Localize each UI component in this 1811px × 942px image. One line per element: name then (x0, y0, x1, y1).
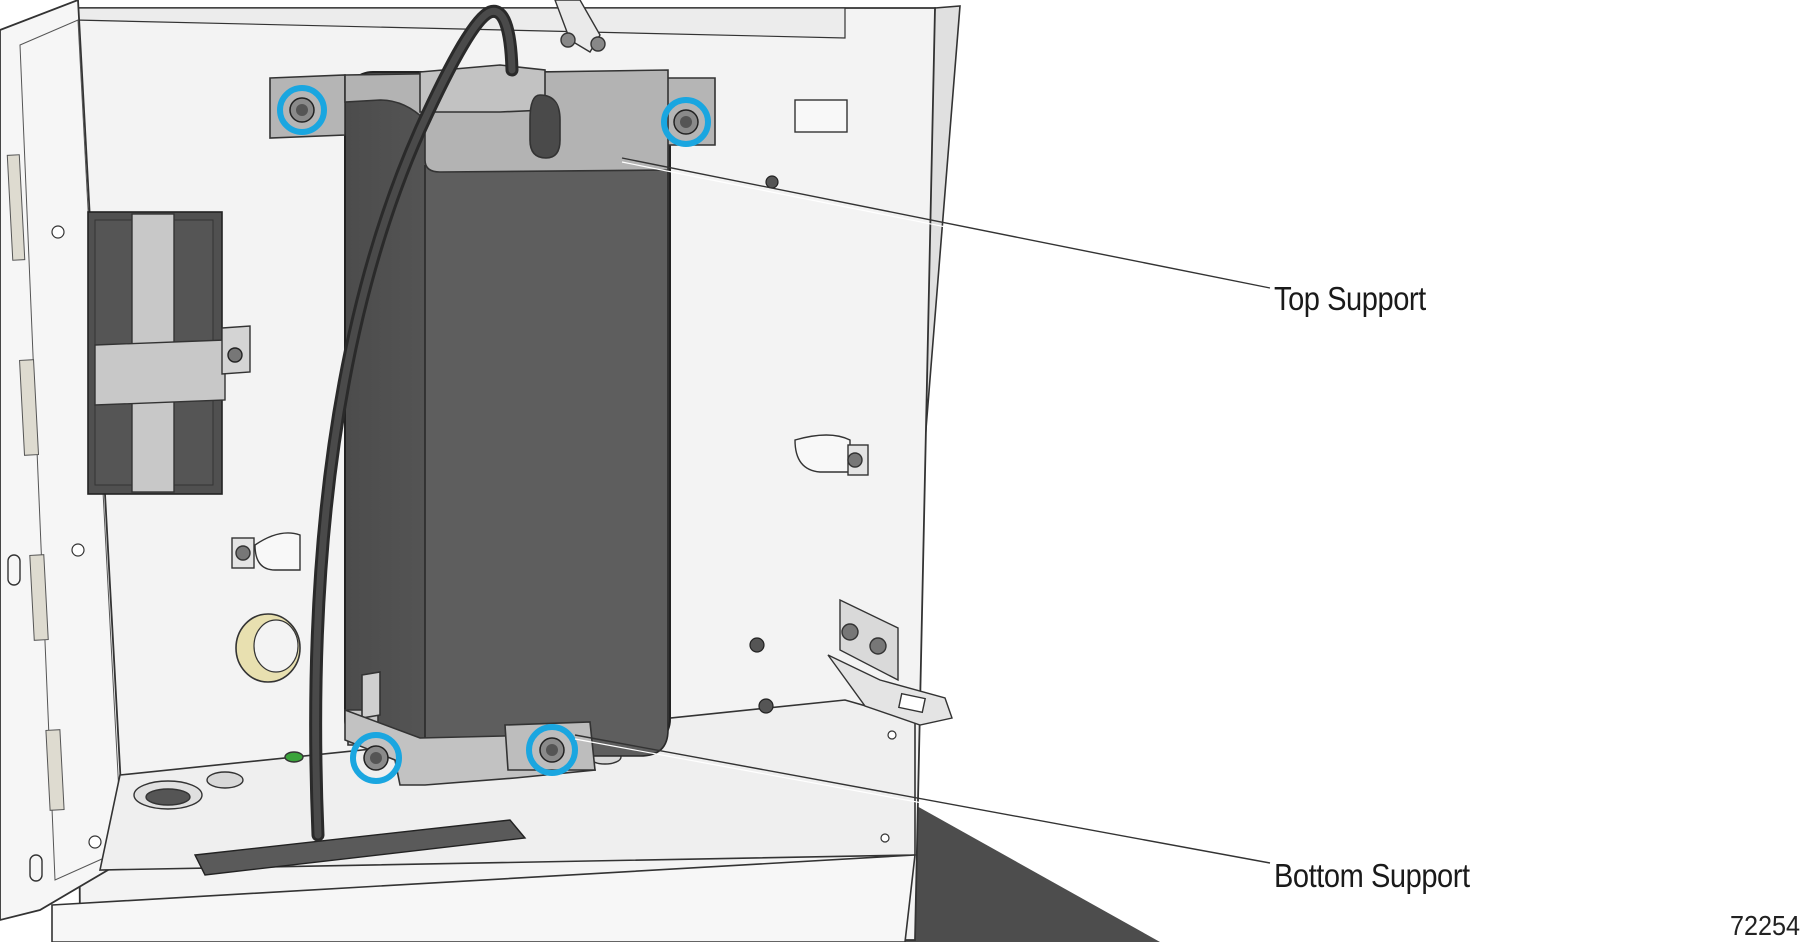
tape-ring (235, 613, 301, 683)
fastener-top-right (661, 97, 711, 147)
cross-bracket (94, 213, 251, 493)
door-screws (51, 225, 102, 849)
tray-slot (193, 819, 527, 876)
top-support-label: Top Support (1274, 280, 1426, 317)
leader-line-top-support (621, 157, 1271, 289)
fastener-bottom-right (526, 724, 578, 776)
hose-highlight (312, 7, 516, 839)
tank-side-edge (424, 165, 669, 757)
bracket-nut (227, 347, 243, 363)
leader-line-top-support-white (621, 161, 1271, 293)
door-hinges (6, 154, 65, 811)
top-hinge (554, 0, 606, 53)
tray-top (99, 699, 916, 871)
leader-line-bottom-support-white (574, 738, 1271, 868)
fastener-top-left (277, 85, 327, 135)
figure-number: 72254 (1730, 910, 1801, 941)
tray-dots (880, 730, 897, 843)
left-door-panel (0, 0, 126, 921)
right-angle-bracket (827, 598, 953, 726)
leader-line-bottom-support (574, 734, 1271, 864)
fastener-bottom-left (350, 732, 402, 784)
tray-front (51, 854, 916, 942)
panel-studs (749, 175, 779, 714)
highlighted-fasteners (277, 85, 711, 784)
bottom-support-label: Bottom Support (1274, 857, 1470, 894)
door-slots (7, 554, 43, 882)
wall-clamps (231, 99, 869, 571)
